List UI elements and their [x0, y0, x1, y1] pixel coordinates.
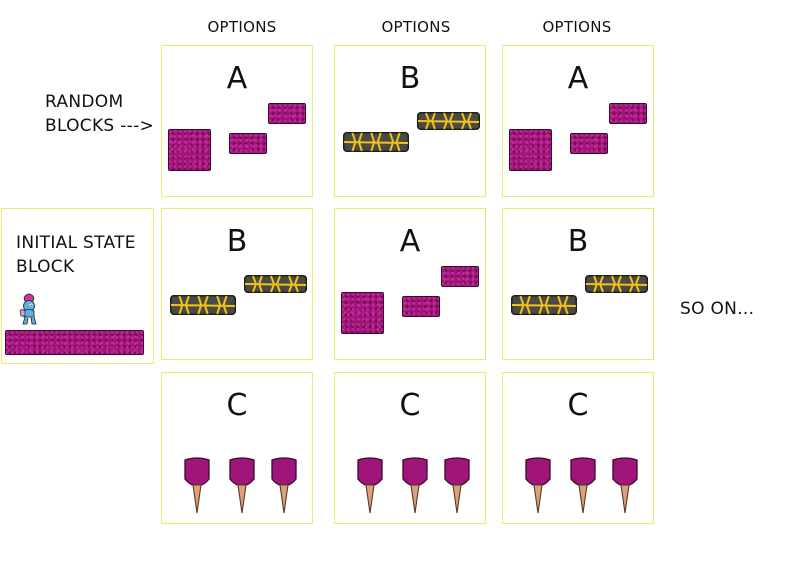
rock-block-large	[509, 129, 552, 171]
option-letter: C	[567, 388, 589, 423]
option-letter: A	[567, 61, 589, 96]
initial-state-line-2: BLOCK	[16, 257, 75, 277]
rock-block-middle	[229, 133, 267, 154]
option-cell-r3-c3: C	[502, 372, 654, 524]
option-letter: A	[226, 61, 248, 96]
lava-platform-high	[585, 275, 648, 293]
spike-hazard-2	[229, 457, 255, 514]
rock-block-high	[609, 103, 647, 124]
option-cell-r1-c2: B	[334, 45, 486, 197]
option-letter: B	[226, 224, 248, 259]
column-header-1: OPTIONS	[207, 18, 277, 36]
random-blocks-line-1: RANDOM	[45, 92, 124, 112]
spike-hazard-1	[184, 457, 210, 514]
option-letter: C	[226, 388, 248, 423]
lava-platform-low	[511, 295, 577, 315]
option-letter: C	[399, 388, 421, 423]
option-letter: A	[399, 224, 421, 259]
column-header-2: OPTIONS	[381, 18, 451, 36]
spike-hazard-1	[357, 457, 383, 514]
random-blocks-label: RANDOM BLOCKS --->	[45, 90, 154, 138]
option-cell-r2-c2: A	[334, 208, 486, 360]
rock-block-large	[168, 129, 211, 171]
spike-hazard-3	[612, 457, 638, 514]
lava-platform-high	[417, 112, 480, 130]
spike-hazard-3	[444, 457, 470, 514]
rock-block-middle	[402, 296, 440, 317]
initial-state-label: INITIAL STATE BLOCK	[16, 231, 136, 279]
initial-state-line-1: INITIAL STATE	[16, 233, 136, 253]
rock-block-high	[268, 103, 306, 124]
option-letter: B	[399, 61, 421, 96]
option-cell-r1-c1: A	[161, 45, 313, 197]
option-cell-r2-c1: B	[161, 208, 313, 360]
spike-hazard-2	[402, 457, 428, 514]
option-letter: B	[567, 224, 589, 259]
random-blocks-line-2: BLOCKS --->	[45, 116, 155, 136]
option-cell-r1-c3: A	[502, 45, 654, 197]
player-character-icon	[19, 293, 37, 325]
option-cell-r3-c1: C	[161, 372, 313, 524]
rock-block-middle	[570, 133, 608, 154]
lava-platform-low	[170, 295, 236, 315]
column-header-3: OPTIONS	[542, 18, 612, 36]
spike-hazard-3	[271, 457, 297, 514]
initial-state-cell: INITIAL STATE BLOCK	[1, 208, 154, 364]
lava-platform-high	[244, 275, 307, 293]
initial-rock-platform	[5, 330, 144, 355]
option-cell-r3-c2: C	[334, 372, 486, 524]
so-on-label: SO ON...	[680, 299, 755, 319]
option-cell-r2-c3: B	[502, 208, 654, 360]
rock-block-large	[341, 292, 384, 334]
spike-hazard-1	[525, 457, 551, 514]
rock-block-high	[441, 266, 479, 287]
spike-hazard-2	[570, 457, 596, 514]
lava-platform-low	[343, 132, 409, 152]
